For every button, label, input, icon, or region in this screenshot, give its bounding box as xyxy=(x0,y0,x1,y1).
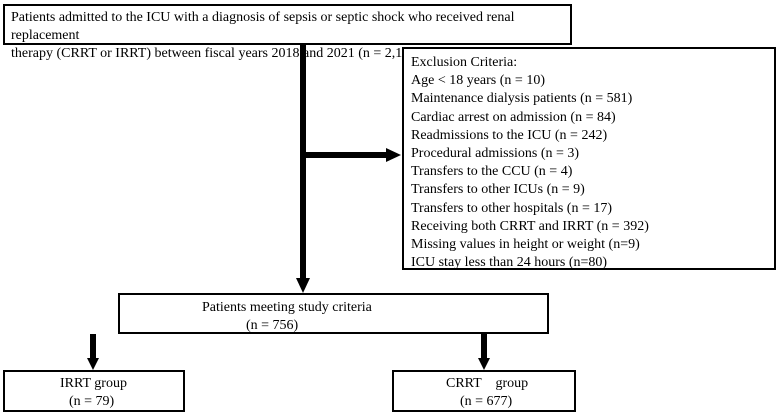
exclusion-title: Exclusion Criteria: xyxy=(411,55,518,70)
cohort-box: Patients admitted to the ICU with a diag… xyxy=(3,4,572,61)
irrt-group-box: IRRT group (n = 79) xyxy=(3,370,185,412)
study-criteria-box: Patients meeting study criteria (n = 756… xyxy=(118,293,549,334)
exclusion-item: Cardiac arrest on admission (n = 84) xyxy=(411,109,616,125)
exclusion-item: Transfers to the CCU (n = 4) xyxy=(411,164,573,180)
main-vertical-arrowhead xyxy=(296,278,310,293)
cohort-line-2: therapy (CRRT or IRRT) between fiscal ye… xyxy=(11,46,421,61)
crrt-group-count: (n = 677) xyxy=(460,394,513,409)
exclusion-item: Transfers to other ICUs (n = 9) xyxy=(411,182,585,198)
exclusion-item: Age < 18 years (n = 10) xyxy=(411,73,545,89)
crrt-arrowhead xyxy=(478,358,490,370)
irrt-group-label: IRRT group xyxy=(60,376,127,391)
exclusion-item: Procedural admissions (n = 3) xyxy=(411,146,580,162)
study-criteria-count: (n = 756) xyxy=(246,318,299,333)
exclusion-item: Maintenance dialysis patients (n = 581) xyxy=(411,91,633,107)
cohort-line-1: Patients admitted to the ICU with a diag… xyxy=(11,10,515,43)
study-criteria-label: Patients meeting study criteria xyxy=(202,300,372,315)
crrt-group-box: CRRT group (n = 677) xyxy=(392,370,576,412)
exclusion-criteria-box: Exclusion Criteria: Age < 18 years (n = … xyxy=(402,47,776,270)
exclusion-arrowhead xyxy=(386,148,401,162)
exclusion-item: Readmissions to the ICU (n = 242) xyxy=(411,127,608,143)
irrt-arrowhead xyxy=(87,358,99,370)
irrt-group-count: (n = 79) xyxy=(69,394,115,409)
exclusion-item: Transfers to other hospitals (n = 17) xyxy=(411,200,613,216)
crrt-group-label: CRRT group xyxy=(446,376,529,391)
exclusion-item: Missing values in height or weight (n=9) xyxy=(411,237,640,253)
exclusion-item: ICU stay less than 24 hours (n=80) xyxy=(411,255,608,271)
exclusion-item: Receiving both CRRT and IRRT (n = 392) xyxy=(411,218,649,234)
